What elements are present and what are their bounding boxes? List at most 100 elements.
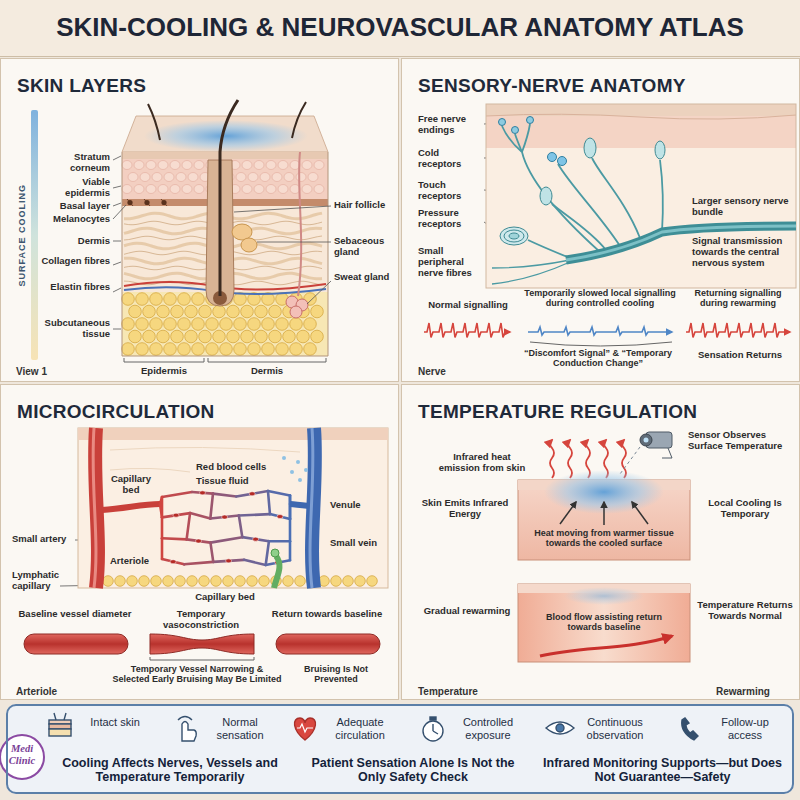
cell-row-part [158, 185, 168, 194]
cell-row-part [248, 173, 258, 182]
fat-cells-part [115, 576, 126, 587]
part-label: Viable epidermis [40, 177, 110, 199]
fat-cells-part [283, 576, 294, 587]
fat-cells-part [248, 318, 261, 331]
part-label: Hair follicle [334, 200, 396, 211]
page-ground-part [0, 0, 800, 56]
fat-cells-part [175, 576, 186, 587]
receptor-figure-part [558, 157, 567, 166]
check-icons-part [295, 718, 316, 740]
pulse-traces [424, 323, 790, 346]
heat-figure-part [550, 440, 554, 478]
part-label: Sensor Observes Surface Temperature [688, 430, 794, 452]
receptor-figure-part [552, 204, 606, 250]
fat-cells-part [122, 318, 135, 331]
receptor-figure [486, 104, 796, 288]
heat-figure-part [560, 502, 576, 524]
capillary-mesh-part [160, 504, 162, 517]
check-icons-part [182, 722, 196, 742]
capillary-mesh-part [210, 494, 213, 519]
pulse-trace-part [686, 323, 790, 337]
fat-cells-part [276, 343, 289, 356]
pointer-lines-part [113, 241, 121, 242]
cell-row-part [254, 161, 264, 170]
checklist-label: Normal sensation [201, 716, 279, 741]
pointer-lines-part [307, 281, 331, 304]
pulse-trace [424, 323, 790, 337]
part-label: Signal transmission towards the central … [692, 236, 794, 269]
layer-figure-part [122, 292, 328, 356]
capillary-mesh-part [162, 559, 184, 564]
cell-row-part [182, 161, 192, 170]
cell-row-part [266, 185, 276, 194]
panel-heading: TEMPERATURE REGULATION [418, 401, 778, 423]
capillary-mesh-part [199, 491, 205, 495]
heat-figure-part [518, 584, 690, 662]
panel-heading: MICROCIRCULATION [17, 401, 377, 423]
capillary-mesh-part [242, 537, 269, 541]
cell-row-part [242, 161, 252, 170]
part-label: Blood flow assisting return towards base… [534, 612, 674, 633]
pointer-lines-part [234, 206, 331, 212]
part-label: Temperature Returns Towards Normal [696, 600, 794, 622]
fat-cells-part [311, 330, 324, 343]
safety-statement: Cooling Affects Nerves, Vessels and Temp… [48, 756, 292, 785]
capillary-mesh-part [170, 560, 176, 564]
fat-cells-part [220, 318, 233, 331]
cell-row-part [314, 161, 324, 170]
part-label: Baseline vessel diameter [12, 609, 138, 620]
fat-cells-part [211, 576, 222, 587]
cell-row-part [278, 185, 288, 194]
fat-cells-part [262, 318, 275, 331]
page-ground-part [401, 384, 800, 700]
fat-cells-part [139, 576, 150, 587]
pointer-lines-part [113, 203, 121, 206]
capillary-mesh-part [184, 562, 213, 564]
receptor-figure-part [486, 148, 796, 288]
cell-row-part [278, 161, 288, 170]
pointer-lines-part [113, 288, 121, 292]
heat-figure-part [620, 447, 640, 474]
pointer-lines-part [113, 262, 121, 265]
capillary-mesh-part [289, 519, 292, 541]
pointer-lines-part [113, 205, 126, 219]
fat-cells [103, 576, 378, 587]
fat-cells-part [129, 305, 142, 318]
fat-cells-part [164, 293, 177, 306]
receptor-figure-part [655, 141, 665, 159]
fat-cells-part [255, 305, 268, 318]
fat-cells-part [178, 293, 191, 306]
heat-figure [518, 432, 690, 662]
check-icons-part [423, 721, 443, 741]
tube-strip-part [276, 634, 380, 654]
receptor-figure-part [499, 119, 506, 126]
check-icons-part [54, 713, 66, 720]
vessel-figure-part [271, 549, 279, 557]
check-icons-part [433, 724, 438, 734]
cell-row-part [302, 161, 312, 170]
fat-cells-part [150, 318, 163, 331]
capillary-mesh-part [249, 492, 255, 496]
checklist-label: Follow-up access [706, 716, 784, 741]
fat-cells-part [227, 330, 240, 343]
capillary-mesh-part [244, 560, 266, 565]
part-label: Cold receptors [418, 148, 482, 170]
part-label: Capillary bed [104, 474, 158, 496]
capillary-mesh-part [213, 560, 244, 562]
panel-caption: Nerve [418, 366, 478, 378]
capillary-mesh-part [190, 513, 210, 518]
heat-figure-part [603, 502, 605, 525]
heat-figure-part [632, 502, 648, 524]
fat-cells-part [187, 576, 198, 587]
capillary-mesh-part [162, 513, 190, 517]
capillary-mesh-part [210, 516, 239, 519]
part-label: Normal signalling [418, 300, 518, 311]
part-label: Larger sensory nerve bundle [692, 196, 794, 218]
panel-caption: Rewarming [716, 686, 796, 698]
fat-cells-part [247, 576, 258, 587]
cell-row-part [242, 185, 252, 194]
fat-cells-part [157, 330, 170, 343]
page-ground-part [0, 58, 399, 382]
capillary-mesh-part [162, 492, 192, 497]
vessel-figure-part [110, 447, 300, 472]
